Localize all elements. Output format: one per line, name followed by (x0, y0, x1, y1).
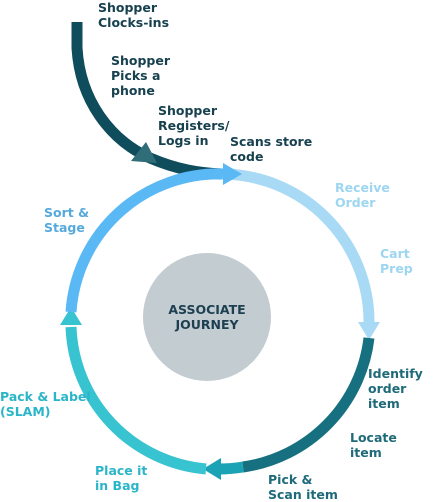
step-locate-item: Locate item (350, 430, 397, 460)
step-scans-store-code: Scans store code (230, 134, 313, 164)
arc-arrow-cart-prep (358, 322, 380, 340)
step-shopper-picks-phone: Shopper Picks a phone (111, 53, 171, 98)
center-circle (143, 253, 271, 381)
step-cart-prep: Cart Prep (380, 246, 413, 276)
entry-arrow-head (131, 142, 157, 163)
step-pack-label: Pack & Label (SLAM) (0, 389, 91, 419)
arc-pick-to-bag (217, 461, 244, 475)
arc-arrow-scan-store (223, 163, 242, 185)
arc-arrow-pack-label (60, 307, 82, 325)
arc-arrow-place-bag (203, 458, 221, 480)
step-pick-scan-item: Pick & Scan item (268, 472, 338, 502)
step-shopper-clocks-in: Shopper Clocks-ins (98, 0, 170, 30)
step-sort-stage: Sort & Stage (44, 205, 89, 235)
step-shopper-registers: Shopper Registers/ Logs in (158, 103, 230, 148)
step-identify-order-item: Identify order item (368, 366, 423, 411)
step-receive-order: Receive Order (335, 180, 390, 210)
center-title: ASSOCIATE JOURNEY (168, 302, 246, 332)
step-place-in-bag: Place it in Bag (95, 463, 148, 493)
arc-sort-to-scan (65, 168, 224, 313)
arc-bag-to-pack (65, 326, 207, 475)
arc-receive-to-cart (222, 168, 375, 323)
arc-identify-to-locate (242, 337, 375, 473)
